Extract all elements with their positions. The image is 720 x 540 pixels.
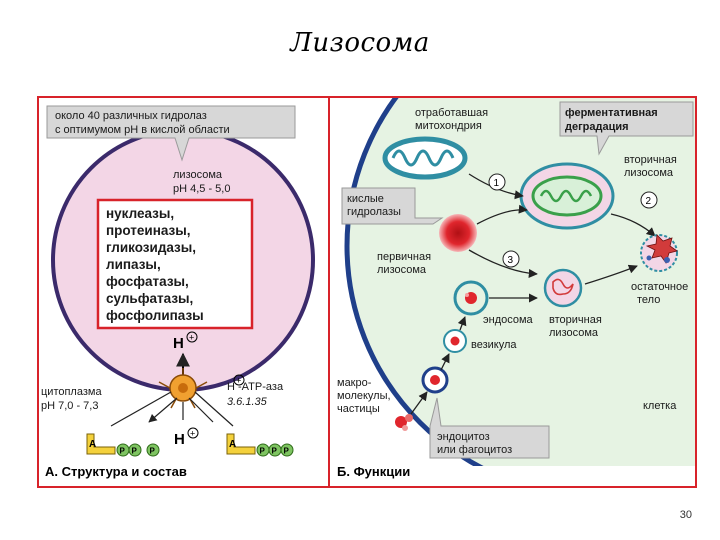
endosome-label: эндосома [483, 314, 534, 326]
atp-icon: A P P P [226, 433, 294, 457]
proton-outside: H + [174, 427, 199, 448]
panel-a-caption: А. Структура и состав [45, 464, 187, 479]
atpase-pump-icon [110, 368, 234, 427]
enzyme-box [96, 198, 254, 330]
primary-lysosome-icon [439, 214, 477, 252]
cytoplasm-ph: pH 7,0 - 7,3 [41, 400, 98, 412]
endocytosis-icon [421, 366, 449, 394]
residual-body-label: остаточное [631, 281, 688, 293]
panel-b-caption: Б. Функции [337, 464, 410, 479]
phosphate-letter: P [132, 447, 138, 456]
secondary-lysosome-small-icon [543, 268, 583, 308]
panel-b: отработавшая митохондрия ферментативная … [37, 96, 697, 488]
residual-body-icon [640, 234, 678, 272]
macromolecules-label: макро- [337, 377, 372, 389]
secondary-lysosome-label: лизосома [549, 327, 599, 339]
enzyme-code: 3.6.1.35 [227, 396, 268, 408]
plus-sign: + [189, 333, 194, 343]
primary-lysosome-label: первичная [377, 251, 431, 263]
enzyme-item: липазы, [106, 257, 161, 272]
acid-hydrolases-label: гидролазы [347, 206, 401, 218]
enzyme-item: протеиназы, [106, 223, 191, 238]
plus-sign: + [190, 429, 195, 439]
mitochondrion-label: митохондрия [415, 120, 482, 132]
enzyme-item: нуклеазы, [106, 206, 174, 221]
vesicle-icon [443, 329, 467, 353]
panel-a: около 40 различных гидролаз с оптимумом … [41, 105, 315, 479]
phosphate-letter: P [260, 447, 266, 456]
adenosine-letter: A [89, 439, 96, 450]
mitochondrion-icon [382, 136, 468, 180]
macromolecules-icon [395, 414, 413, 431]
adp-phosphate-icon: A P P P [86, 433, 160, 457]
adenosine-letter: A [229, 439, 236, 450]
degradation-label: ферментативная [565, 107, 658, 119]
mitochondrion-label: отработавшая [415, 107, 488, 119]
step-number: 3 [508, 255, 514, 266]
enzyme-item: фосфатазы, [106, 274, 189, 289]
acid-hydrolases-callout: кислые гидролазы [341, 187, 444, 225]
callout-line-1: около 40 различных гидролаз [55, 110, 207, 122]
residual-body-label: тело [637, 294, 660, 306]
phosphate-letter: P [120, 447, 126, 456]
enzyme-item: гликозидазы, [106, 240, 196, 255]
secondary-lysosome-icon [519, 162, 615, 230]
degradation-label: деградация [565, 121, 629, 133]
enzyme-item: фосфолипазы [106, 308, 204, 323]
h-label: H [173, 335, 184, 352]
lysosome-label: лизосома [173, 169, 223, 181]
secondary-lysosome-label: вторичная [624, 154, 677, 166]
endocytosis-callout: эндоцитоз или фагоцитоз [429, 397, 550, 459]
vesicle-label: везикула [471, 339, 517, 351]
degradation-callout: ферментативная деградация [559, 101, 694, 156]
lysosome-figure: около 40 различных гидролаз с оптимумом … [37, 96, 697, 488]
phosphate-letter: P [150, 447, 156, 456]
step-number: 2 [646, 196, 652, 207]
acid-hydrolases-label: кислые [347, 193, 384, 205]
h-label: H [174, 431, 185, 448]
primary-lysosome-label: лизосома [377, 264, 427, 276]
step-number: 1 [494, 178, 500, 189]
macromolecules-label: частицы [337, 403, 380, 415]
phosphate-letter: P [284, 447, 290, 456]
secondary-lysosome-label: лизосома [624, 167, 674, 179]
enzyme-item: сульфатазы, [106, 291, 193, 306]
callout-line-2: с оптимумом pH в кислой области [55, 124, 230, 136]
slide-title: Лизосома [290, 28, 430, 58]
hydrolase-callout: около 40 различных гидролаз с оптимумом … [46, 105, 296, 162]
lysosome-ph: pH 4,5 - 5,0 [173, 183, 230, 195]
endosome-icon [453, 280, 489, 316]
macromolecules-label: молекулы, [337, 390, 391, 402]
endocytosis-label: эндоцитоз [437, 431, 490, 443]
cytoplasm-label: цитоплазма [41, 386, 102, 398]
page-number: 30 [679, 509, 692, 521]
phosphate-letter: P [272, 447, 278, 456]
cell-label: клетка [643, 400, 677, 412]
endocytosis-label: или фагоцитоз [437, 444, 512, 456]
plus-sign: + [236, 376, 241, 386]
secondary-lysosome-label: вторичная [549, 314, 602, 326]
